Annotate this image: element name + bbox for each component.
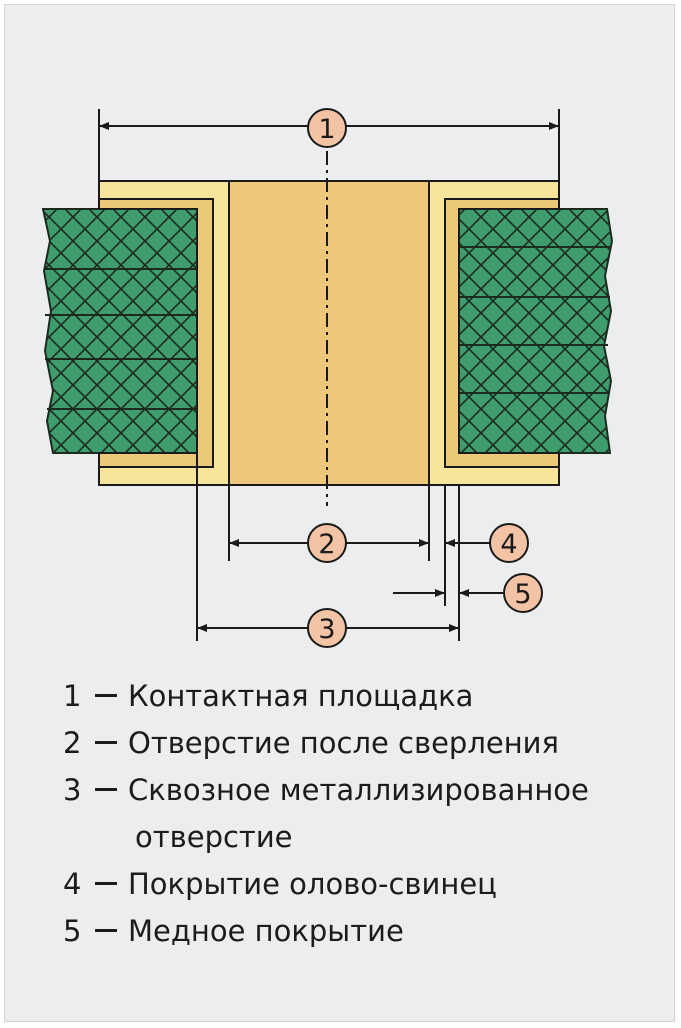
- plating-left: [98, 180, 230, 486]
- legend: 1 Контактная площадка 2 Отверстие после …: [63, 673, 589, 955]
- legend-item-5: 5 Медное покрытие: [63, 908, 589, 955]
- legend-item-4: 4 Покрытие олово-свинец: [63, 861, 589, 908]
- laminate-left: [41, 208, 198, 454]
- legend-dash: [95, 741, 117, 744]
- legend-text: Медное покрытие: [128, 914, 404, 948]
- extension-lines: [98, 109, 560, 641]
- legend-number: 3: [63, 773, 82, 807]
- plating-right: [428, 180, 560, 486]
- via-cross-section-diagram: 1 2 4 5 3: [41, 108, 614, 648]
- drilled-hole: [228, 180, 430, 486]
- callout-5: 5: [503, 573, 543, 613]
- legend-text: Покрытие олово-свинец: [128, 867, 497, 901]
- legend-number: 2: [63, 726, 82, 760]
- legend-item-3-continuation: отверстие: [63, 814, 589, 861]
- legend-item-1: 1 Контактная площадка: [63, 673, 589, 720]
- laminate-right: [458, 208, 614, 454]
- legend-text: Контактная площадка: [128, 679, 474, 713]
- legend-text-continuation: отверстие: [135, 820, 293, 854]
- callout-2-label: 2: [318, 529, 335, 560]
- legend-text: Сквозное металлизированное: [128, 773, 589, 807]
- legend-dash: [95, 882, 117, 885]
- callout-4-label: 4: [500, 529, 517, 560]
- legend-dash: [95, 788, 117, 791]
- diagram-panel: 1 2 4 5 3 1 Контактная площадка 2 Отверс…: [4, 4, 675, 1022]
- legend-item-3: 3 Сквозное металлизированное: [63, 767, 589, 814]
- callout-5-label: 5: [514, 579, 531, 610]
- legend-dash: [95, 929, 117, 932]
- callout-2: 2: [307, 523, 347, 563]
- legend-number: 1: [63, 679, 82, 713]
- callout-1: 1: [307, 108, 347, 148]
- callout-3: 3: [307, 608, 347, 648]
- legend-number: 4: [63, 867, 82, 901]
- legend-dash: [95, 694, 117, 697]
- callout-1-label: 1: [318, 114, 335, 145]
- legend-item-2: 2 Отверстие после сверления: [63, 720, 589, 767]
- callout-3-label: 3: [318, 614, 335, 645]
- legend-text: Отверстие после сверления: [128, 726, 559, 760]
- callout-4: 4: [489, 523, 529, 563]
- legend-number: 5: [63, 914, 82, 948]
